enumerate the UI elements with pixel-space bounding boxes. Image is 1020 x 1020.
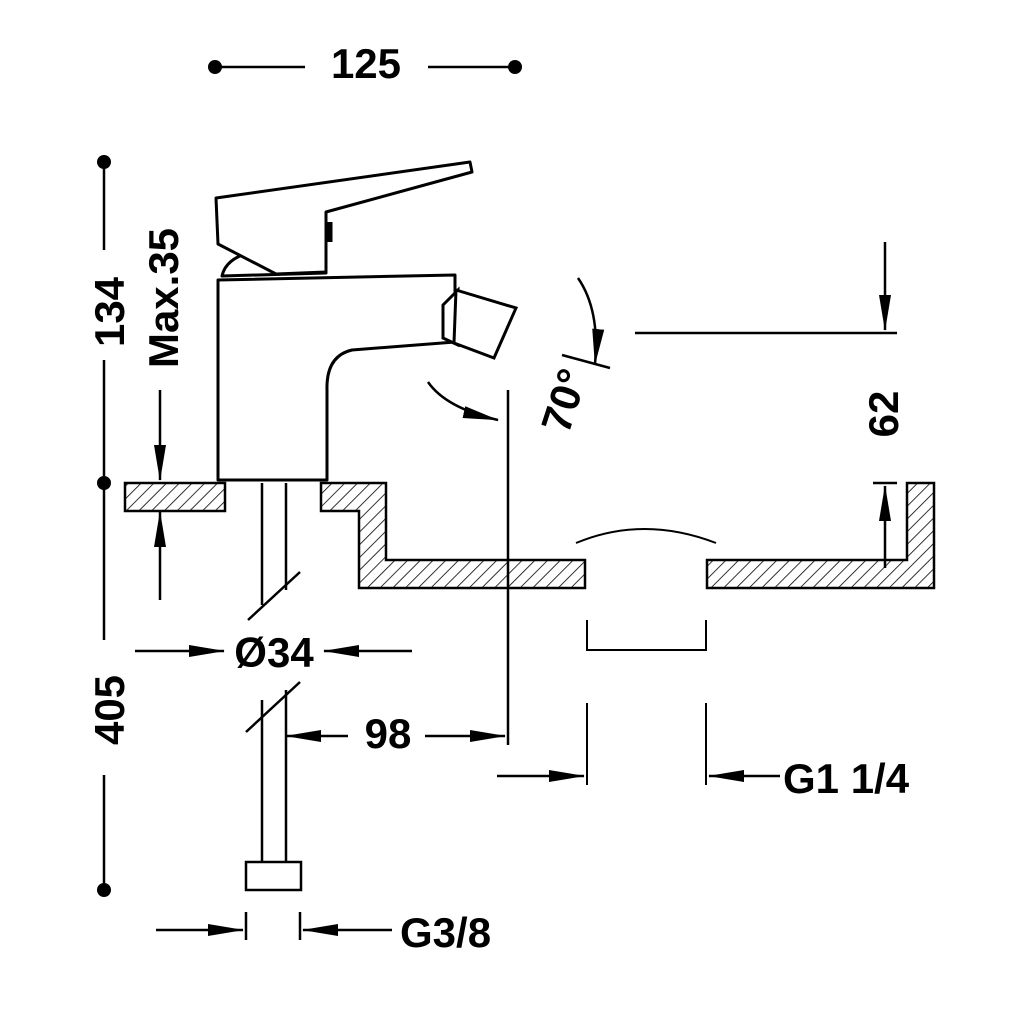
mixer-lever-handle <box>214 160 474 276</box>
dimension-125-label: 125 <box>331 40 401 87</box>
dimension-62-label: 62 <box>860 391 907 438</box>
dimension-diameter-label: Ø34 <box>234 629 314 676</box>
dimension-left-vertical <box>97 155 111 897</box>
basin-body-left <box>319 481 587 590</box>
reach-arrows <box>285 390 510 745</box>
angle-indicator <box>426 277 611 422</box>
aerator-nozzle <box>441 286 519 360</box>
mixer-body <box>214 160 474 482</box>
dimension-max35-label: Max.35 <box>140 228 187 368</box>
deck-left-segment <box>123 481 227 513</box>
waste-outlet <box>575 528 717 785</box>
dimension-g114-label: G1 1/4 <box>783 755 910 802</box>
dimension-g38-label: G3/8 <box>400 909 491 956</box>
dimension-134-label: 134 <box>86 276 133 347</box>
hose-connector <box>244 860 303 892</box>
dimension-405-label: 405 <box>86 675 133 745</box>
basin-body-right <box>705 481 936 590</box>
dimension-width <box>208 60 522 74</box>
hose-thread-arrows <box>156 912 392 940</box>
depth-arrows <box>635 242 897 568</box>
dimension-angle-label: 70° <box>532 363 596 438</box>
supply-hoses <box>245 483 301 862</box>
dimension-98-label: 98 <box>365 710 412 757</box>
mixer-spout-body <box>216 273 457 482</box>
basin-section <box>123 481 936 590</box>
